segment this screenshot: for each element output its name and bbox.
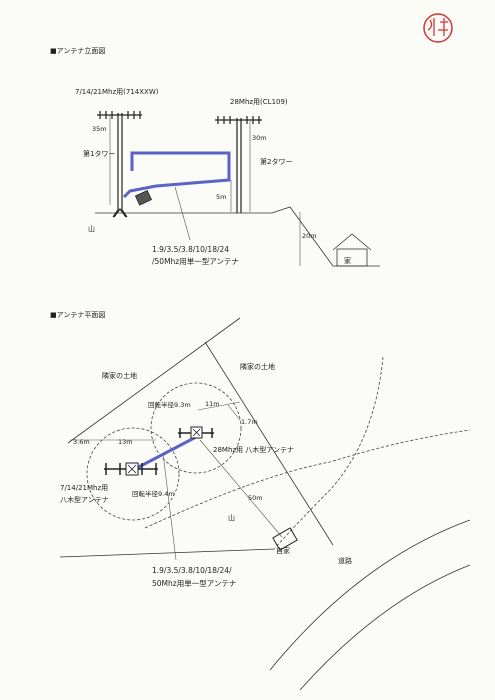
yagi-antenna-28mhz	[178, 426, 214, 439]
mountain-label-plan: 山	[228, 513, 235, 522]
wire-antenna-plan	[132, 434, 199, 472]
slope-height-label: 20m	[302, 232, 317, 240]
tower1-name-label: 第1タワー	[83, 149, 115, 158]
dist-11m-label: 11m	[205, 400, 220, 408]
yagi-antenna-7-14-21mhz	[104, 462, 158, 476]
antenna2-label: 28Mhz用(CL109)	[230, 98, 288, 106]
dist-3-6m-label: 3.6m	[73, 438, 90, 446]
wire-antenna-plan-label-line1: 1.9/3.5/3.8/10/18/24/	[152, 566, 232, 575]
yagi-label-line2: 八木型アンテナ	[60, 495, 109, 504]
wire-antenna-elevation	[122, 151, 231, 199]
mountain-label: 山	[88, 224, 95, 233]
plan-title: ■アンテナ平面図	[50, 311, 105, 319]
road-edge-upper	[269, 519, 471, 671]
dist-50m-label: 50m	[248, 494, 263, 502]
tower2-name-label: 第2タワー	[260, 157, 292, 166]
plan-diagram: ■アンテナ平面図 隣家の土地 隣家の土地 山 道路	[50, 311, 471, 691]
rotation-circle-28mhz	[150, 382, 242, 474]
dist-1-7m-label: 1.7m	[241, 418, 258, 426]
dist-13m-label: 13m	[118, 438, 133, 446]
rotation-circle-yagi	[86, 427, 180, 521]
wire-antenna-label-line2: /50Mhz用単一型アンテナ	[152, 256, 239, 266]
road-label: 道路	[338, 556, 352, 565]
wire-low-height-label: 5m	[216, 193, 226, 201]
tower-2	[215, 116, 262, 213]
property-line	[59, 317, 334, 558]
mountain-edge-line	[274, 356, 384, 549]
road-edge-lower	[299, 564, 471, 691]
wire-antenna-label-line1: 1.9/3.5/3.8/10/18/24	[152, 245, 229, 254]
own-house-icon	[272, 527, 298, 551]
mountain-ridge-line	[144, 429, 471, 529]
seal-stamp	[423, 13, 453, 43]
radius2-label: 回転半径9.4m	[132, 489, 175, 498]
house-label: 家	[344, 256, 351, 265]
antenna28-label: 28Mhz用 八木型アンテナ	[213, 445, 294, 454]
tower-1	[97, 111, 142, 218]
tower2-height-label: 30m	[252, 134, 267, 142]
elevation-diagram: ■アンテナ立面図 7/14/21Mhz用(714XXW) 28Mhz用(CL10…	[50, 46, 380, 267]
house-icon	[332, 233, 372, 267]
elevation-title: ■アンテナ立面図	[50, 46, 105, 55]
neighbor-left-label: 隣家の土地	[102, 371, 137, 380]
antenna1-label: 7/14/21Mhz用(714XXW)	[75, 88, 159, 96]
own-house-label: 自家	[276, 546, 290, 555]
yagi-label-line1: 7/14/21Mhz用	[60, 484, 108, 492]
radius1-label: 回転半径9.3m	[148, 400, 191, 409]
tuner-box	[134, 189, 152, 206]
tower1-height-label: 35m	[92, 125, 107, 133]
neighbor-right-label: 隣家の土地	[240, 362, 275, 371]
wire-antenna-plan-label-line2: 50Mhz用単一型アンテナ	[152, 578, 236, 588]
